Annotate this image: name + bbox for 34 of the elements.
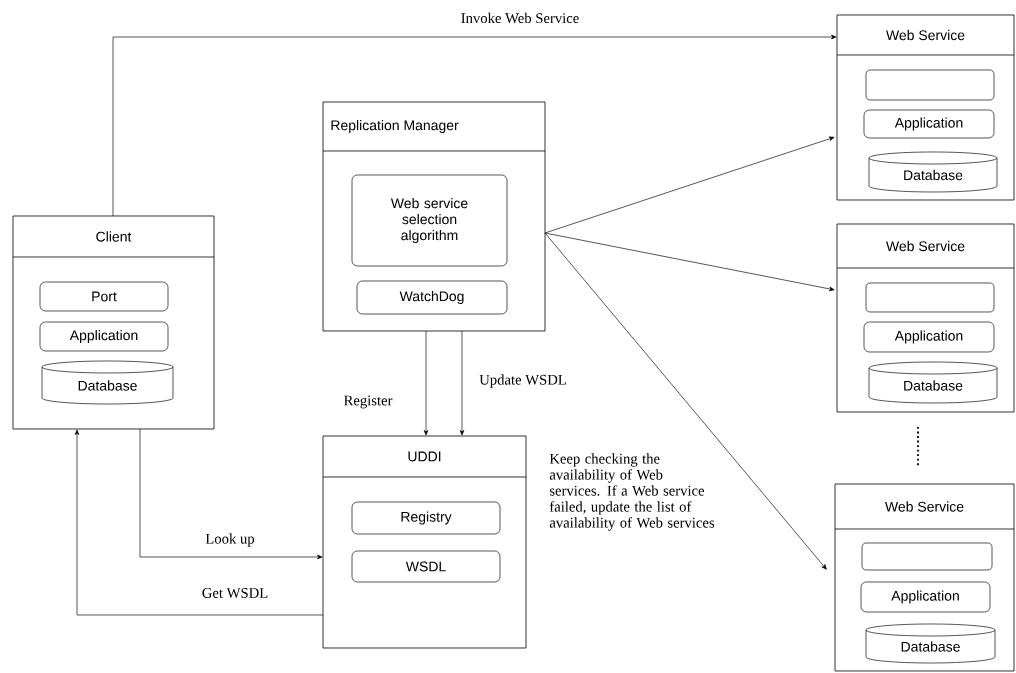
note-text: Keep checking the availability of Web services. If a Web service failed, update the list of availability of Web services xyxy=(549,453,715,531)
node-label: Database xyxy=(904,169,963,181)
module-box: WSDL xyxy=(351,550,501,583)
arrow xyxy=(112,34,837,217)
module-box: Registry xyxy=(351,501,501,535)
arrow xyxy=(544,232,835,292)
module-box: Application xyxy=(39,321,169,352)
module-box: Web service selection algorithm xyxy=(351,174,508,267)
arrow xyxy=(74,429,324,616)
database-cylinder: Database xyxy=(41,360,174,405)
node-label: Database xyxy=(78,380,137,391)
database-cylinder: Database xyxy=(868,361,998,404)
node-label: Database xyxy=(904,380,963,391)
arrow xyxy=(139,428,323,560)
database-cylinder: Database xyxy=(868,151,998,193)
arrow xyxy=(423,330,429,436)
module-box xyxy=(865,69,995,101)
module-box xyxy=(861,542,993,571)
module-box: Application xyxy=(863,321,995,353)
arrow xyxy=(544,136,835,234)
arrow xyxy=(544,232,827,570)
module-box: WatchDog xyxy=(356,280,508,315)
edge-label: Register xyxy=(344,395,393,409)
arrow xyxy=(459,330,465,436)
node-label: Database xyxy=(901,641,960,652)
database-cylinder: Database xyxy=(865,623,996,664)
module-box xyxy=(865,282,995,313)
edge-label: Get WSDL xyxy=(202,588,268,598)
edge-label: Look up xyxy=(205,533,255,547)
module-box: Application xyxy=(860,581,991,613)
edge-label: Invoke Web Service xyxy=(461,12,579,24)
module-box: Application xyxy=(863,109,995,139)
module-box: Port xyxy=(39,281,169,312)
edge-label: Update WSDL xyxy=(479,374,566,388)
